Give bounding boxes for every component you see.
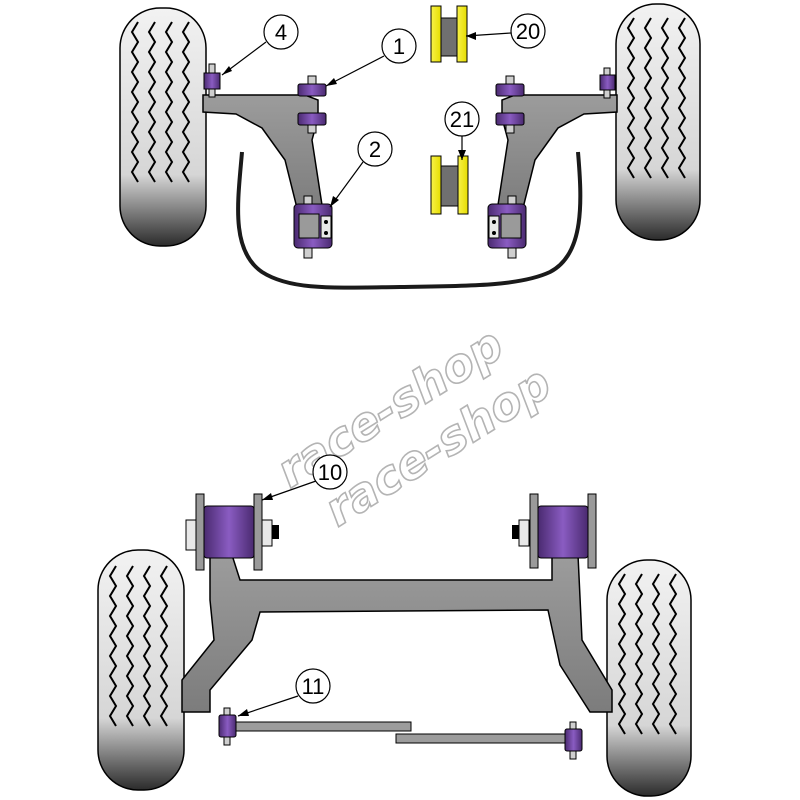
callout-circle-icon [312, 454, 348, 490]
callout-circle-icon [263, 14, 299, 50]
callout-11: 11 [237, 668, 331, 717]
callout-20-label: 20 [516, 19, 540, 44]
callout-circle-icon [510, 13, 546, 49]
bush-2-right [487, 195, 527, 259]
front-axle-assembly [119, 3, 701, 290]
callout-21: 21 [444, 101, 480, 160]
callout-1: 1 [325, 28, 417, 87]
rear-left-tire [97, 549, 185, 791]
rear-axle-assembly [97, 493, 692, 797]
callout-circle-icon [444, 101, 480, 137]
front-right-tire [615, 3, 701, 241]
bush-21-yellow [430, 155, 469, 215]
callout-4-label: 4 [275, 20, 287, 45]
callout-1-label: 1 [393, 34, 405, 59]
bush-4-right [599, 67, 616, 99]
bush-4-left [203, 63, 221, 98]
bush-1-left [297, 75, 327, 134]
callout-2: 2 [329, 131, 393, 208]
callout-circle-icon [295, 668, 331, 704]
bush-11-right [564, 721, 583, 760]
bush-11-left [218, 707, 237, 746]
front-anti-roll-bar [236, 151, 583, 290]
bush-10-right [512, 493, 597, 569]
rear-torsion-beam [181, 554, 613, 713]
callout-circle-icon [381, 28, 417, 64]
front-left-tire [119, 7, 207, 247]
callout-11-label: 11 [302, 674, 325, 699]
rear-link-rod-left [234, 721, 412, 732]
bush-20-yellow [430, 5, 468, 63]
callout-circle-icon [357, 131, 393, 167]
callout-10: 10 [261, 454, 348, 501]
bush-10-left [185, 493, 279, 571]
bush-1-right [495, 75, 525, 134]
callout-4: 4 [221, 14, 299, 76]
rear-link-rod-right [395, 733, 569, 744]
rear-right-tire [606, 559, 692, 797]
watermark: race-shop race-shop [266, 316, 561, 538]
bush-2-left [293, 195, 333, 259]
callout-21-label: 21 [450, 107, 474, 132]
callout-10-label: 10 [318, 460, 342, 485]
callout-2-label: 2 [369, 137, 381, 162]
callout-20: 20 [465, 13, 546, 49]
